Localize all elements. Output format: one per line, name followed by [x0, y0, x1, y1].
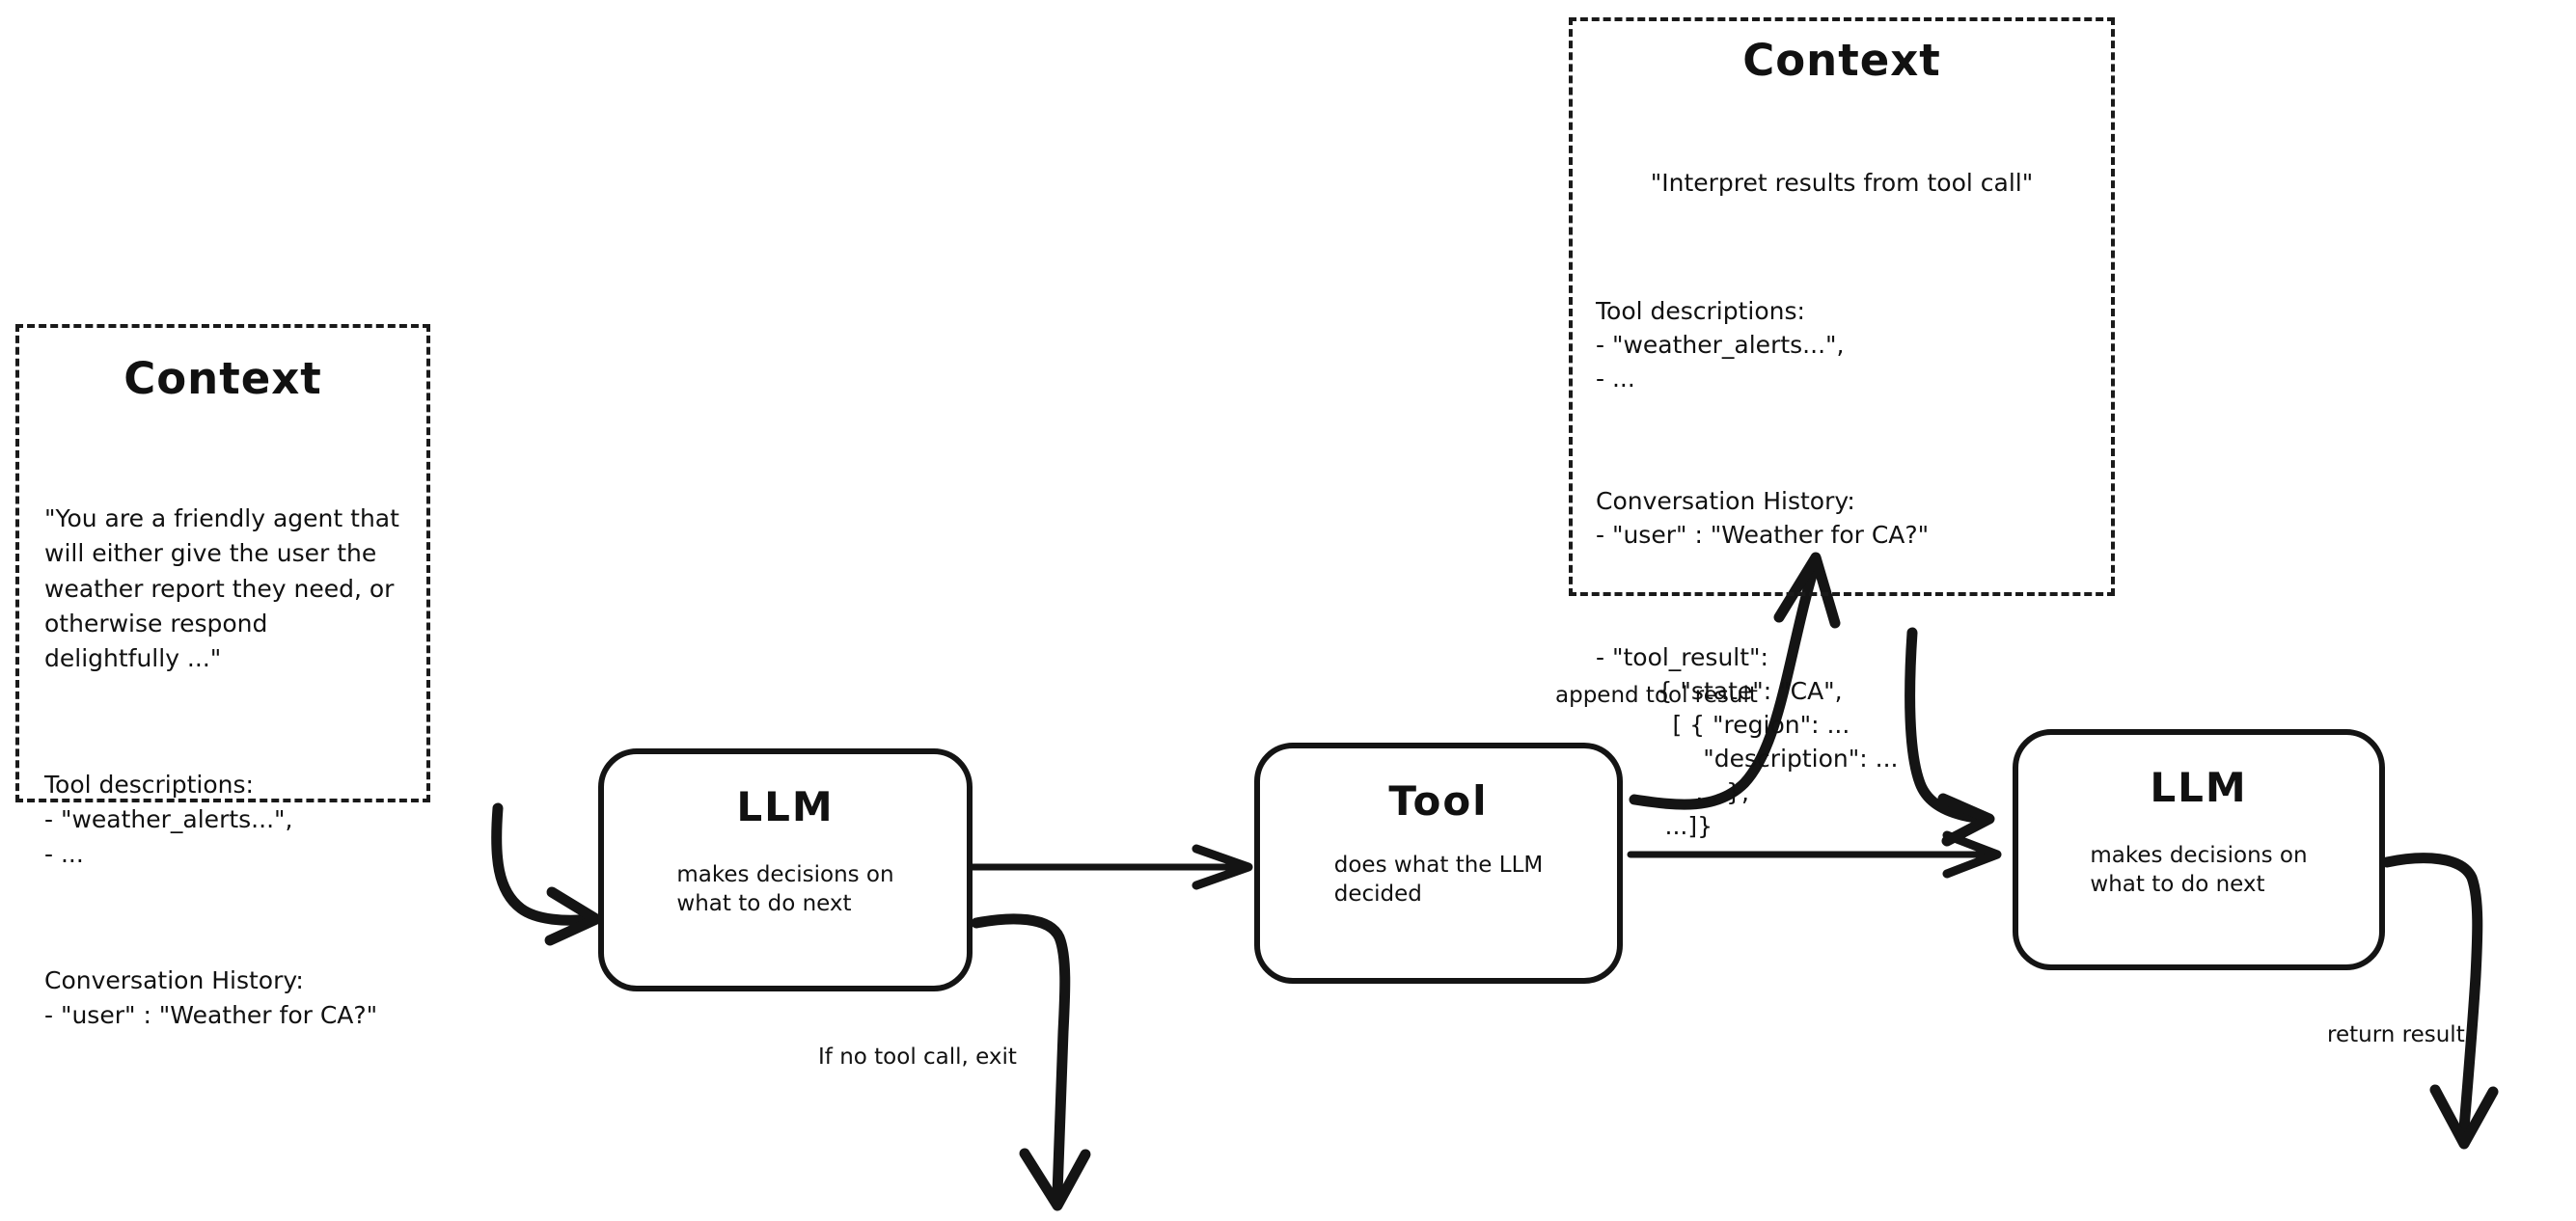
context-box-right: Context "Interpret results from tool cal…: [1569, 17, 2115, 840]
node-llm-first[interactable]: LLM makes decisions on what to do next: [598, 748, 973, 991]
node-tool-title: Tool: [1388, 777, 1489, 825]
context-left-system-prompt: "You are a friendly agent that will eith…: [44, 504, 407, 672]
context-right-tool-result: - "tool_result": { "state": "CA", [ { "r…: [1596, 642, 1899, 840]
edge-context-to-llm1: [491, 802, 602, 946]
edge-label-append-tool-result: append tool result: [1555, 683, 1758, 708]
edge-llm1-to-tool: [968, 844, 1253, 890]
node-llm-second[interactable]: LLM makes decisions on what to do next: [2013, 729, 2385, 970]
context-right-body: "Interpret results from tool call" Tool …: [1596, 98, 2088, 910]
context-left-conversation-items: - "user" : "Weather for CA?": [44, 1001, 378, 1030]
context-left-conversation: Conversation History: - "user" : "Weather…: [44, 963, 401, 1034]
context-left-tool-descriptions-items: - "weather_alerts...", - ...: [44, 805, 293, 869]
context-left-tool-descriptions-header: Tool descriptions:: [44, 770, 254, 799]
context-right-conversation-items: - "user" : "Weather for CA?": [1596, 520, 1930, 549]
context-left-body: "You are a friendly agent that will eith…: [44, 432, 401, 1104]
context-left-tool-descriptions: Tool descriptions: - "weather_alerts...",…: [44, 768, 401, 873]
edge-label-exit: If no tool call, exit: [818, 1045, 1017, 1070]
context-right-conversation: Conversation History: - "user" : "Weather…: [1596, 484, 2088, 552]
context-right-title: Context: [1742, 35, 1941, 86]
context-right-tool-descriptions-items: - "weather_alerts...", - ...: [1596, 330, 1845, 393]
node-llm-first-subtitle: makes decisions on what to do next: [676, 862, 894, 917]
context-right-conversation-header: Conversation History:: [1596, 486, 1855, 515]
node-llm-second-subtitle: makes decisions on what to do next: [2090, 843, 2308, 898]
context-left-conversation-header: Conversation History:: [44, 966, 304, 994]
node-llm-second-title: LLM: [2150, 764, 2248, 811]
context-box-left: Context "You are a friendly agent that w…: [15, 324, 430, 1029]
context-right-tool-descriptions: Tool descriptions: - "weather_alerts...",…: [1596, 294, 2088, 395]
node-llm-first-title: LLM: [736, 783, 835, 830]
node-tool[interactable]: Tool does what the LLM decided: [1254, 743, 1623, 984]
edge-llm2-return: [2381, 853, 2499, 1150]
context-left-title: Context: [123, 353, 322, 404]
edge-label-return-result: return result: [2327, 1022, 2465, 1047]
context-right-tool-descriptions-header: Tool descriptions:: [1596, 296, 1805, 325]
node-tool-subtitle: does what the LLM decided: [1333, 853, 1544, 908]
context-right-system-prompt: "Interpret results from tool call": [1650, 168, 2034, 197]
